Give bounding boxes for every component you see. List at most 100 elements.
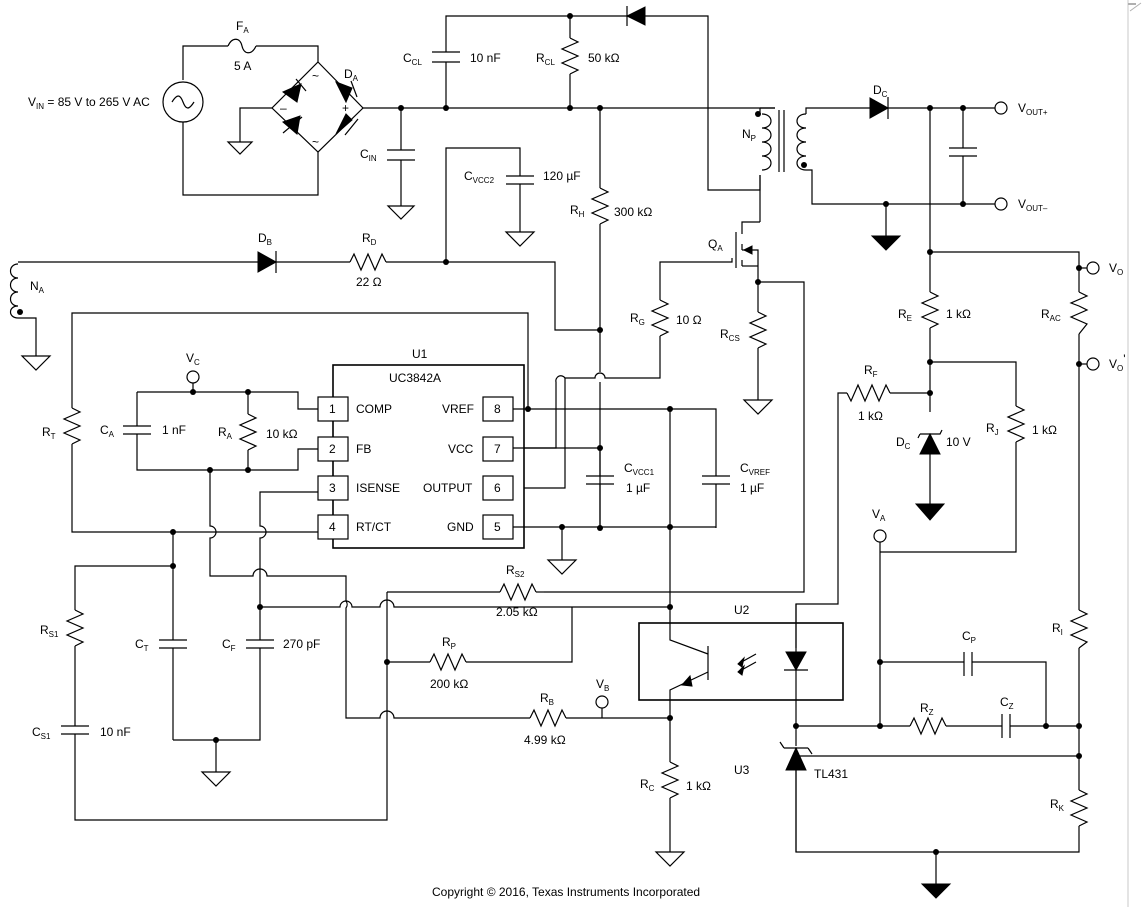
rg-label: RG — [630, 311, 645, 327]
pin-4-label: RT/CT — [356, 520, 392, 534]
pin-3-label: ISENSE — [356, 481, 400, 495]
dc-zener-label: DC — [896, 435, 911, 451]
pin-8-number: 8 — [494, 402, 501, 416]
pin-4-number: 4 — [329, 520, 336, 534]
rc-value: 1 kΩ — [686, 779, 711, 793]
fuse-value: 5 A — [234, 59, 251, 73]
cin-label: CIN — [360, 147, 377, 163]
rp-label: RP — [442, 635, 456, 651]
np-label: NP — [742, 127, 756, 143]
rh-label: RH — [570, 203, 585, 219]
ra-value: 10 kΩ — [266, 427, 298, 441]
pin-3-number: 3 — [329, 481, 336, 495]
pin-1-number: 1 — [329, 402, 336, 416]
clamp-section — [432, 6, 761, 191]
cvref-value: 1 µF — [740, 481, 764, 495]
pin-2-label: FB — [356, 442, 371, 456]
rcl-label: RCL — [536, 51, 555, 67]
cvref-label: CVREF — [740, 461, 770, 477]
rd-value: 22 Ω — [356, 275, 382, 289]
fuse-label: FA — [236, 19, 249, 35]
ct-label: CT — [135, 637, 149, 653]
u1-part: UC3842A — [389, 371, 441, 385]
qa-label: QA — [708, 237, 723, 253]
re-value: 1 kΩ — [946, 307, 971, 321]
vo-prime-label: VO' — [1109, 352, 1126, 373]
dc-output-label: DC — [873, 83, 888, 99]
rj-label: RJ — [986, 421, 999, 437]
rac-label: RAC — [1041, 307, 1061, 323]
rz-label: RZ — [920, 701, 934, 717]
bridge-diodes — [281, 78, 359, 136]
ccl-label: CCL — [403, 51, 422, 67]
ca-value: 1 nF — [162, 423, 186, 437]
vout-minus-label: VOUT– — [1018, 197, 1048, 213]
pin-2-number: 2 — [329, 442, 336, 456]
transformer — [755, 107, 995, 222]
rs1-label: RS1 — [40, 623, 59, 639]
cvcc1-value: 1 µF — [626, 481, 650, 495]
labels: VIN = 85 V to 265 V AC FA 5 A DA + – ~ ~… — [28, 19, 1126, 899]
cvcc2-label: CVCC2 — [464, 169, 495, 185]
vcc-bias-section — [9, 108, 614, 531]
vc-label: VC — [186, 351, 200, 367]
u2-label: U2 — [734, 603, 750, 617]
rc-label: RC — [640, 777, 655, 793]
cp-label: CP — [962, 629, 976, 645]
dc-zener-value: 10 V — [946, 435, 971, 449]
bridge-minus: – — [280, 101, 287, 115]
bridge-plus: + — [342, 101, 349, 115]
va-label: VA — [872, 507, 886, 523]
rs2-value: 2.05 kΩ — [496, 605, 538, 619]
u1-label: U1 — [412, 347, 428, 361]
pin-6-label: OUTPUT — [423, 481, 473, 495]
rb-value: 4.99 kΩ — [524, 733, 566, 747]
rg-value: 10 Ω — [676, 313, 702, 327]
pin-5-label: GND — [447, 520, 474, 534]
cs1-value: 10 nF — [100, 725, 131, 739]
rk-label: RK — [1050, 797, 1065, 813]
copyright-notice: Copyright © 2016, Texas Instruments Inco… — [432, 885, 700, 899]
ac-input-section — [162, 38, 775, 220]
bridge-label: DA — [344, 67, 359, 83]
rj-value: 1 kΩ — [1032, 423, 1057, 437]
rh-value: 300 kΩ — [614, 205, 652, 219]
mosfet-section — [524, 221, 805, 593]
rcl-value: 50 kΩ — [588, 51, 620, 65]
vo-label: VO — [1109, 261, 1123, 277]
rf-value: 1 kΩ — [858, 409, 883, 423]
ca-label: CA — [100, 423, 115, 439]
rp-value: 200 kΩ — [430, 677, 468, 691]
ccl-value: 10 nF — [470, 51, 501, 65]
rt-label: RT — [42, 425, 56, 441]
vb-label: VB — [596, 677, 609, 693]
cvcc2-value: 120 µF — [543, 169, 581, 183]
na-label: NA — [30, 279, 45, 295]
u1-wiring — [61, 312, 730, 867]
u3-label: U3 — [734, 763, 750, 777]
rd-label: RD — [362, 231, 377, 247]
db-label: DB — [258, 231, 272, 247]
rcs-label: RCS — [720, 327, 740, 343]
pin-5-number: 5 — [494, 520, 501, 534]
ra-label: RA — [218, 425, 233, 441]
pin-8-label: VREF — [442, 402, 474, 416]
cz-label: CZ — [1000, 695, 1014, 711]
page-corner-marks — [1127, 0, 1142, 907]
pin-7-number: 7 — [494, 442, 501, 456]
ri-label: RI — [1052, 621, 1063, 637]
pin-7-label: VCC — [448, 442, 474, 456]
cf-label: CF — [222, 637, 236, 653]
rf-label: RF — [864, 363, 878, 379]
optocoupler-u2 — [638, 604, 844, 726]
pin-6-number: 6 — [494, 481, 501, 495]
vin-label: VIN = 85 V to 265 V AC — [28, 95, 150, 111]
pin-1-label: COMP — [356, 402, 392, 416]
tl431-label: TL431 — [814, 767, 848, 781]
re-label: RE — [898, 307, 912, 323]
vout-plus-label: VOUT+ — [1018, 101, 1048, 117]
u1-chip — [317, 364, 525, 549]
bridge-ac-top: ~ — [312, 69, 319, 83]
cvcc1-label: CVCC1 — [624, 461, 655, 477]
